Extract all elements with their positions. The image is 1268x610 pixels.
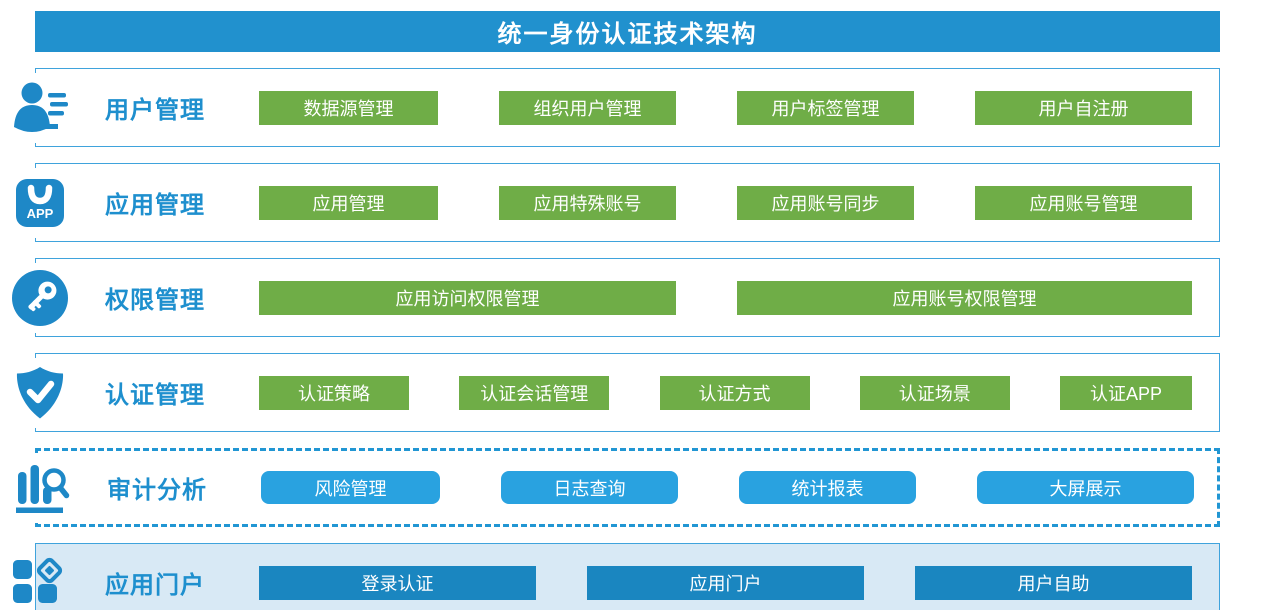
module-button-risk-manage[interactable]: 风险管理: [261, 471, 440, 504]
module-button-auth-method[interactable]: 认证方式: [659, 375, 810, 410]
row-permission-management: 权限管理 应用访问权限管理 应用账号权限管理: [8, 258, 1220, 337]
module-button-org-user[interactable]: 组织用户管理: [499, 90, 676, 125]
module-button-app-access-permission[interactable]: 应用访问权限管理: [259, 280, 676, 315]
button-group-user-management: 数据源管理 组织用户管理 用户标签管理 用户自注册: [259, 90, 1192, 125]
module-button-app-manage[interactable]: 应用管理: [259, 185, 438, 220]
button-group-permission-management: 应用访问权限管理 应用账号权限管理: [259, 280, 1192, 315]
module-button-app-special-account[interactable]: 应用特殊账号: [499, 185, 676, 220]
row-label-app-management: 应用管理: [105, 192, 205, 219]
row-app-management: APP 应用管理 应用管理 应用特殊账号 应用账号同步 应用账号管理: [8, 163, 1220, 242]
button-group-auth-management: 认证策略 认证会话管理 认证方式 认证场景 认证APP: [259, 375, 1192, 410]
row-app-portal: 应用门户 登录认证 应用门户 用户自助: [13, 543, 1220, 610]
app-grid-icon: [8, 548, 72, 610]
module-button-self-register[interactable]: 用户自注册: [975, 90, 1192, 125]
module-button-datasource[interactable]: 数据源管理: [259, 90, 438, 125]
bar-chart-search-icon: [10, 452, 74, 523]
row-label-app-portal: 应用门户: [105, 572, 205, 599]
module-button-big-screen[interactable]: 大屏展示: [977, 471, 1194, 504]
app-icon-text: APP: [27, 206, 54, 221]
shield-check-icon: [8, 357, 72, 428]
module-button-auth-app[interactable]: 认证APP: [1060, 375, 1192, 410]
row-label-audit-analysis: 审计分析: [107, 477, 207, 504]
row-label-permission-management: 权限管理: [105, 287, 205, 314]
module-button-app-account-permission[interactable]: 应用账号权限管理: [737, 280, 1192, 315]
module-button-log-query[interactable]: 日志查询: [501, 471, 678, 504]
module-button-auth-session[interactable]: 认证会话管理: [459, 375, 610, 410]
module-button-user-tag[interactable]: 用户标签管理: [737, 90, 914, 125]
module-button-app-account-sync[interactable]: 应用账号同步: [737, 185, 914, 220]
module-button-auth-scene[interactable]: 认证场景: [859, 375, 1010, 410]
button-group-audit-analysis: 风险管理 日志查询 统计报表 大屏展示: [261, 471, 1194, 504]
key-icon: [8, 262, 72, 333]
module-button-user-self-service[interactable]: 用户自助: [915, 565, 1192, 600]
button-group-app-management: 应用管理 应用特殊账号 应用账号同步 应用账号管理: [259, 185, 1192, 220]
row-label-auth-management: 认证管理: [105, 382, 205, 409]
row-auth-management: 认证管理 认证策略 认证会话管理 认证方式 认证场景 认证APP: [8, 353, 1220, 432]
user-list-icon: [8, 72, 72, 143]
app-bag-icon: APP: [8, 167, 72, 238]
module-button-auth-policy[interactable]: 认证策略: [259, 375, 409, 410]
button-group-app-portal: 登录认证 应用门户 用户自助: [259, 565, 1192, 600]
module-button-app-account-manage[interactable]: 应用账号管理: [975, 185, 1192, 220]
page-title: 统一身份认证技术架构: [35, 11, 1220, 52]
row-label-user-management: 用户管理: [105, 97, 205, 124]
module-button-login-auth[interactable]: 登录认证: [259, 565, 536, 600]
module-button-app-portal[interactable]: 应用门户: [587, 565, 864, 600]
module-button-stat-report[interactable]: 统计报表: [739, 471, 916, 504]
row-audit-analysis: 审计分析 风险管理 日志查询 统计报表 大屏展示: [10, 448, 1220, 527]
row-user-management: 用户管理 数据源管理 组织用户管理 用户标签管理 用户自注册: [8, 68, 1220, 147]
